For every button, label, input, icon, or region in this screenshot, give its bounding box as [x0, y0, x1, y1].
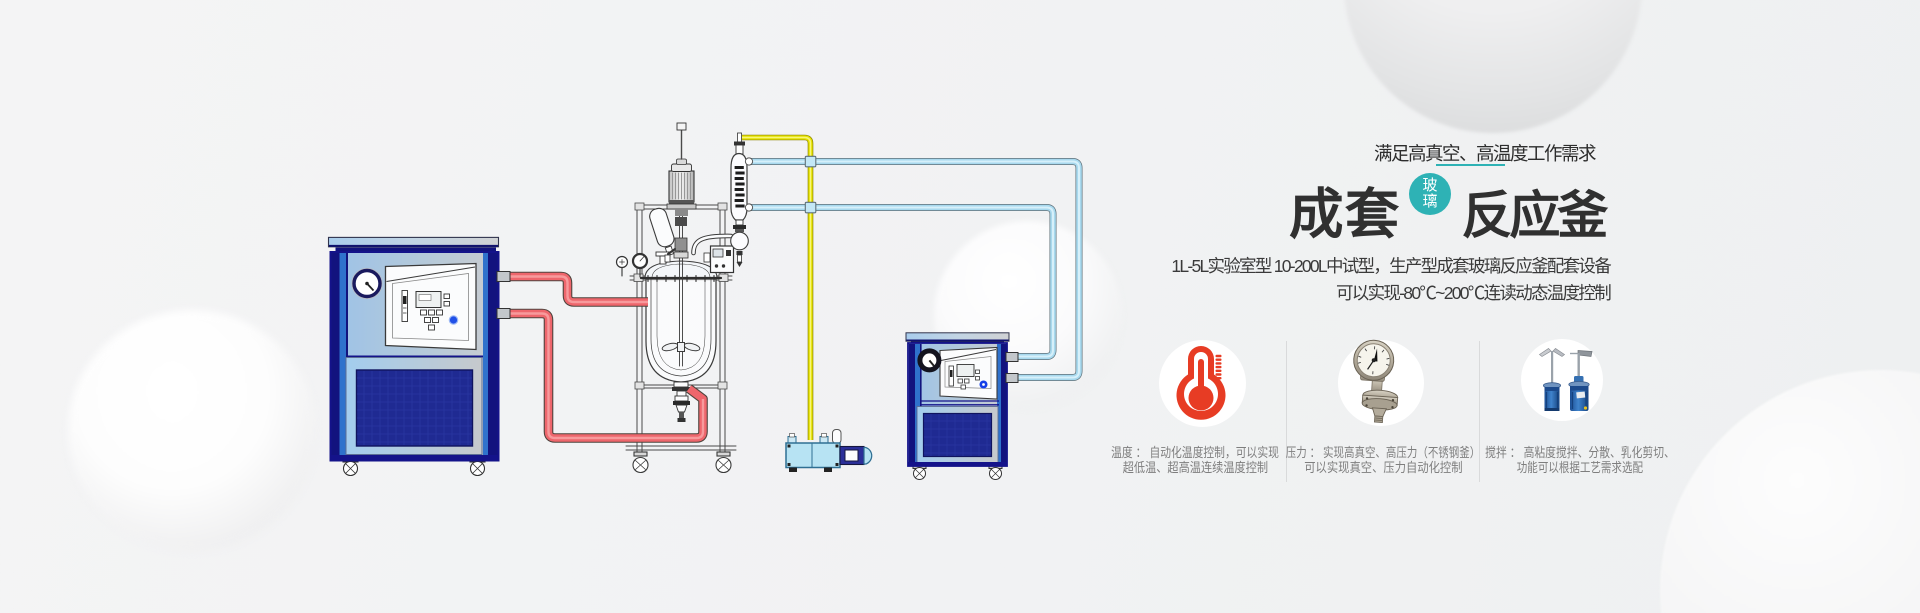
feature-pressure-line-1: 压力 ： 实现高真空、高压力（不锈钢釜）	[1285, 444, 1481, 460]
feature-temperature-line-2: 超低温、超高温连续温度控制	[1122, 459, 1268, 475]
pipe-vacuum-yellow	[742, 134, 814, 440]
pressure-gauge-icon	[1353, 339, 1399, 423]
pipe-coolant-2	[750, 204, 1057, 360]
title-badge-glass: 玻 璃	[1409, 173, 1451, 215]
condenser-column	[730, 132, 749, 267]
background-sphere-bottom-left	[68, 310, 316, 551]
tagline: 满足高真空、高温度工作需求	[1374, 143, 1597, 164]
feature-divider-1	[1286, 341, 1287, 482]
feature-pressure-line-2: 可以实现真空、压力自动化控制	[1303, 459, 1463, 475]
thermometer-icon	[1176, 346, 1226, 420]
drain-valve	[673, 395, 690, 422]
chiller-right	[905, 332, 1019, 480]
stirrer-icon	[1538, 348, 1593, 411]
glass-reactor	[615, 122, 737, 474]
chiller-left	[327, 236, 511, 477]
tagline-underline	[1436, 164, 1505, 166]
vacuum-pump	[785, 429, 873, 472]
feature-stirring: 搅拌 ： 高粘度搅拌、分散、乳化剪切、 功能可以根据工艺需求选配	[1465, 445, 1693, 476]
feature-temperature-line-1: 温度 ： 自动化温度控制，可以实现	[1111, 444, 1279, 460]
pipe-crossings	[804, 155, 817, 214]
title-left: 成套	[1289, 184, 1401, 246]
feature-divider-2	[1479, 341, 1480, 482]
subtitle-line-1: 1L-5L实验室型 10-200L中试型，生产型成套玻璃反应釜配套设备	[1171, 256, 1611, 276]
condenser-nub-bottom	[744, 203, 754, 212]
feature-temperature: 温度 ： 自动化温度控制，可以实现 超低温、超高温连续温度控制	[1094, 445, 1296, 476]
feature-stirring-line-2: 功能可以根据工艺需求选配	[1516, 459, 1643, 475]
title-right: 反应釜	[1461, 186, 1609, 244]
pipe-red-return	[501, 308, 708, 443]
badge-line-1: 玻	[1422, 177, 1438, 194]
feature-stirring-line-1: 搅拌 ： 高粘度搅拌、分散、乳化剪切、	[1484, 444, 1675, 460]
subtitle-line-2: 可以实现-80℃~200℃连读动态温度控制	[1335, 283, 1612, 303]
condenser-nub-top	[744, 157, 754, 166]
pipe-red-supply	[501, 271, 648, 307]
pipe-coolant-1	[750, 158, 1083, 381]
feature-pressure: 压力 ： 实现高真空、高压力（不锈钢釜） 可以实现真空、压力自动化控制	[1262, 445, 1503, 476]
badge-line-2: 璃	[1422, 193, 1438, 210]
